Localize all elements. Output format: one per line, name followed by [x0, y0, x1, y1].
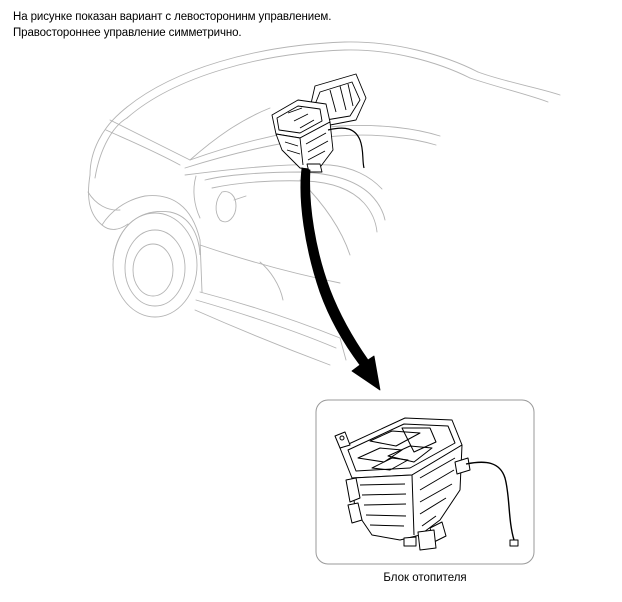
orientation-note-line-2: Правостороннее управление симметрично. [13, 27, 242, 39]
orientation-note-line-1: На рисунке показан вариант с левосторони… [13, 11, 332, 23]
heater-unit-small [271, 73, 367, 173]
front-wheel-outline [112, 210, 201, 318]
heater-unit-detail [334, 417, 519, 551]
location-arrow [300, 167, 381, 391]
orientation-note: На рисунке показан вариант с левосторони… [13, 9, 331, 41]
heater-unit-label: Блок отопителя [383, 572, 467, 584]
